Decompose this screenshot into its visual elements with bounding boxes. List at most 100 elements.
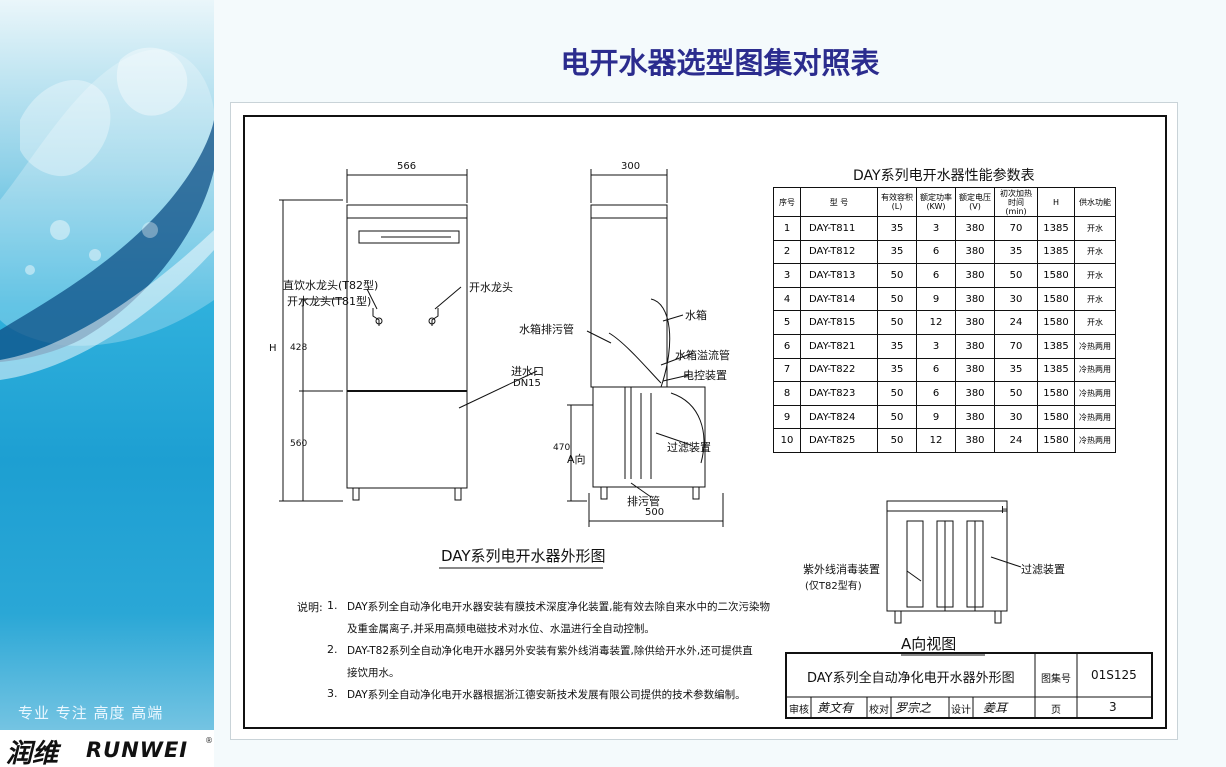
- water-splash-image: [0, 47, 214, 380]
- table-cell: 50: [994, 381, 1038, 406]
- label-tank: 水箱: [685, 309, 707, 322]
- note-line: DAY系列全自动净化电开水器安装有膜技术深度净化装置,能有效去除自来水中的二次污…: [347, 601, 771, 613]
- table-cell: 50: [877, 286, 917, 312]
- label-uv: 紫外线消毒装置: [803, 563, 880, 576]
- label-inlet: 进水口: [511, 365, 544, 378]
- drawing-sheet: 566 H 428 560 直饮水龙头(T82型) 开水龙头(T81型) 开水龙…: [230, 102, 1178, 740]
- table-cell: 冷热两用: [1074, 428, 1116, 453]
- table-cell: 24: [994, 310, 1038, 335]
- label-boil-tap: 开水龙头: [469, 281, 513, 294]
- page-number: 3: [1109, 700, 1117, 714]
- note-number: 1.: [327, 599, 338, 612]
- table-cell: 3: [916, 216, 956, 241]
- review-label: 审核: [789, 705, 809, 716]
- technical-drawing: [279, 169, 1022, 656]
- table-cell: 开水: [1074, 286, 1116, 312]
- table-cell: 开水: [1074, 310, 1116, 335]
- note-line: DAY系列全自动净化电开水器根据浙江德安新技术发展有限公司提供的技术参数编制。: [347, 689, 746, 701]
- design-signature: 姜耳: [983, 701, 1008, 715]
- table-header: 供水功能: [1074, 187, 1116, 217]
- table-cell: 7: [773, 357, 801, 383]
- table-cell: 30: [994, 286, 1038, 312]
- table-cell: 50: [877, 263, 917, 288]
- brand-sidebar: 专业 专注 高度 高端 润维 RUNWEI ®: [0, 0, 214, 767]
- table-cell: 380: [955, 286, 995, 312]
- table-header-row: 序号 型 号 有效容积 (L) 额定功率 (KW) 额定电压 (V) 初次加热时…: [773, 187, 1116, 217]
- registered-mark: ®: [205, 736, 213, 745]
- table-cell: 380: [955, 333, 995, 359]
- label-filter: 过滤装置: [667, 441, 711, 454]
- front-height-dim: H: [269, 343, 277, 354]
- view-a-tag: H: [1001, 505, 1009, 516]
- label-control: 电控装置: [683, 369, 727, 382]
- table-cell: 1580: [1037, 381, 1075, 406]
- note-line: 接饮用水。: [347, 667, 400, 679]
- view-a-body: [886, 500, 1008, 612]
- brand-logo: 润维 RUNWEI ®: [0, 730, 214, 767]
- table-header: 额定电压 (V): [955, 187, 995, 217]
- table-cell: 1580: [1037, 428, 1075, 453]
- drawing-name: DAY系列全自动净化电开水器外形图: [807, 671, 1015, 686]
- table-cell: 6: [916, 239, 956, 265]
- table-header: 序号: [773, 187, 801, 217]
- table-cell: 开水: [1074, 239, 1116, 265]
- table-cell: 6: [773, 333, 801, 359]
- table-cell: 1: [773, 216, 801, 241]
- table-cell: 1580: [1037, 263, 1075, 288]
- table-cell: 10: [773, 428, 801, 453]
- table-cell: 35: [877, 216, 917, 241]
- table-cell: 1385: [1037, 357, 1075, 383]
- side-bottom-dim: 500: [645, 507, 665, 518]
- table-cell: DAY-T825: [800, 428, 878, 453]
- drawing-frame: [243, 115, 1167, 729]
- check-label: 校对: [869, 705, 889, 716]
- table-cell: 35: [877, 357, 917, 383]
- table-cell: 3: [773, 263, 801, 288]
- table-cell: 1580: [1037, 404, 1075, 430]
- atlas-number: 01S125: [1091, 668, 1137, 682]
- atlas-label: 图集号: [1041, 674, 1071, 685]
- side-top-dim: 300: [621, 161, 641, 172]
- note-line: DAY-T82系列全自动净化电开水器另外安装有紫外线消毒装置,除供给开水外,还可…: [347, 645, 753, 657]
- table-cell: 冷热两用: [1074, 381, 1116, 406]
- table-cell: 冷热两用: [1074, 357, 1116, 383]
- side-view-lower: [592, 386, 706, 488]
- table-cell: 开水: [1074, 263, 1116, 288]
- table-cell: 380: [955, 310, 995, 335]
- page-title: 电开水器选型图集对照表: [560, 46, 880, 80]
- table-cell: 3: [916, 333, 956, 359]
- table-cell: 380: [955, 428, 995, 453]
- table-cell: 9: [773, 404, 801, 430]
- side-view-upper: [590, 204, 668, 388]
- label-boil-tap-t81: 开水龙头(T81型): [287, 295, 372, 308]
- table-cell: DAY-T814: [800, 286, 878, 312]
- label-direct-tap: 直饮水龙头(T82型): [283, 279, 379, 292]
- performance-table: 序号 型 号 有效容积 (L) 额定功率 (KW) 额定电压 (V) 初次加热时…: [773, 187, 1116, 453]
- brand-name-cn: 润维: [6, 739, 59, 767]
- table-cell: 380: [955, 239, 995, 265]
- table-header: 初次加热时间 (min): [994, 187, 1038, 217]
- table-cell: DAY-T824: [800, 404, 878, 430]
- title-block-grid: [787, 654, 1151, 717]
- design-label: 设计: [951, 705, 971, 716]
- table-cell: 1580: [1037, 286, 1075, 312]
- table-cell: 70: [994, 333, 1038, 359]
- label-tank-drain: 水箱排污管: [519, 323, 574, 336]
- note-line: 及重金属离子,并采用高频电磁技术对水位、水温进行全自动控制。: [347, 623, 655, 635]
- table-cell: 380: [955, 263, 995, 288]
- front-width-dim: 566: [397, 161, 417, 172]
- table-cell: 5: [773, 310, 801, 335]
- front-upper-dim: 428: [290, 343, 308, 353]
- label-uv-note: (仅T82型有): [805, 581, 862, 592]
- table-cell: 380: [955, 216, 995, 241]
- table-cell: 冷热两用: [1074, 404, 1116, 430]
- table-cell: 8: [773, 381, 801, 406]
- table-cell: 35: [877, 239, 917, 265]
- table-cell: 12: [916, 428, 956, 453]
- table-cell: 4: [773, 286, 801, 312]
